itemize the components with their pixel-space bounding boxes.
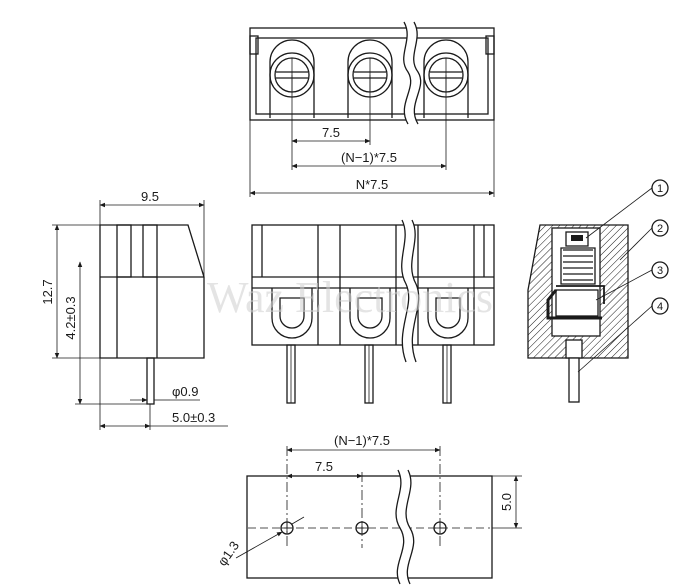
pcb-pitch-label: 7.5 bbox=[315, 459, 333, 474]
front-clamp-3 bbox=[427, 288, 469, 404]
front-view-break bbox=[401, 219, 420, 363]
callout-2-label: 2 bbox=[657, 223, 663, 235]
section-view: 1 2 3 4 bbox=[527, 179, 669, 403]
side-width-label: 9.5 bbox=[141, 189, 159, 204]
pcb-break bbox=[395, 469, 415, 585]
pcb-dimensions: (N−1)*7.5 7.5 5.0 φ1.3 bbox=[215, 433, 522, 569]
side-view: 9.5 12.7 4.2±0.3 φ0.9 5.0±0.3 bbox=[40, 189, 228, 430]
pcb-hole-3 bbox=[433, 521, 447, 535]
side-pin-diameter-label: φ0.9 bbox=[172, 384, 199, 399]
top-pitch-label: 7.5 bbox=[322, 125, 340, 140]
watermark: Waz Electronics bbox=[207, 273, 493, 322]
pcb-hole-1 bbox=[280, 521, 294, 535]
side-view-dimensions: 9.5 12.7 4.2±0.3 φ0.9 5.0±0.3 bbox=[40, 189, 228, 430]
side-pin-offset-label: 5.0±0.3 bbox=[172, 410, 215, 425]
pcb-hole-2 bbox=[355, 521, 369, 535]
top-view-dimensions: 7.5 (N−1)*7.5 N*7.5 bbox=[249, 75, 495, 197]
pcb-layout: (N−1)*7.5 7.5 5.0 φ1.3 bbox=[215, 433, 522, 585]
callout-1-label: 1 bbox=[657, 183, 663, 195]
section-callouts: 1 2 3 4 bbox=[577, 179, 669, 373]
top-n-label: N*7.5 bbox=[356, 177, 389, 192]
pcb-n-minus-1-label: (N−1)*7.5 bbox=[334, 433, 390, 448]
front-view bbox=[251, 219, 495, 404]
callout-3-label: 3 bbox=[657, 265, 663, 277]
side-pin-height-label: 4.2±0.3 bbox=[63, 296, 78, 339]
side-height-label: 12.7 bbox=[40, 279, 55, 304]
pcb-row-label: 5.0 bbox=[499, 493, 514, 511]
callout-4-label: 4 bbox=[657, 301, 663, 313]
top-n-minus-1-label: (N−1)*7.5 bbox=[341, 150, 397, 165]
pcb-hole-label: φ1.3 bbox=[215, 538, 242, 568]
top-view-break bbox=[403, 21, 422, 125]
front-clamp-1 bbox=[271, 288, 313, 404]
top-view: 7.5 (N−1)*7.5 N*7.5 bbox=[249, 21, 495, 197]
front-clamp-2 bbox=[349, 288, 391, 404]
